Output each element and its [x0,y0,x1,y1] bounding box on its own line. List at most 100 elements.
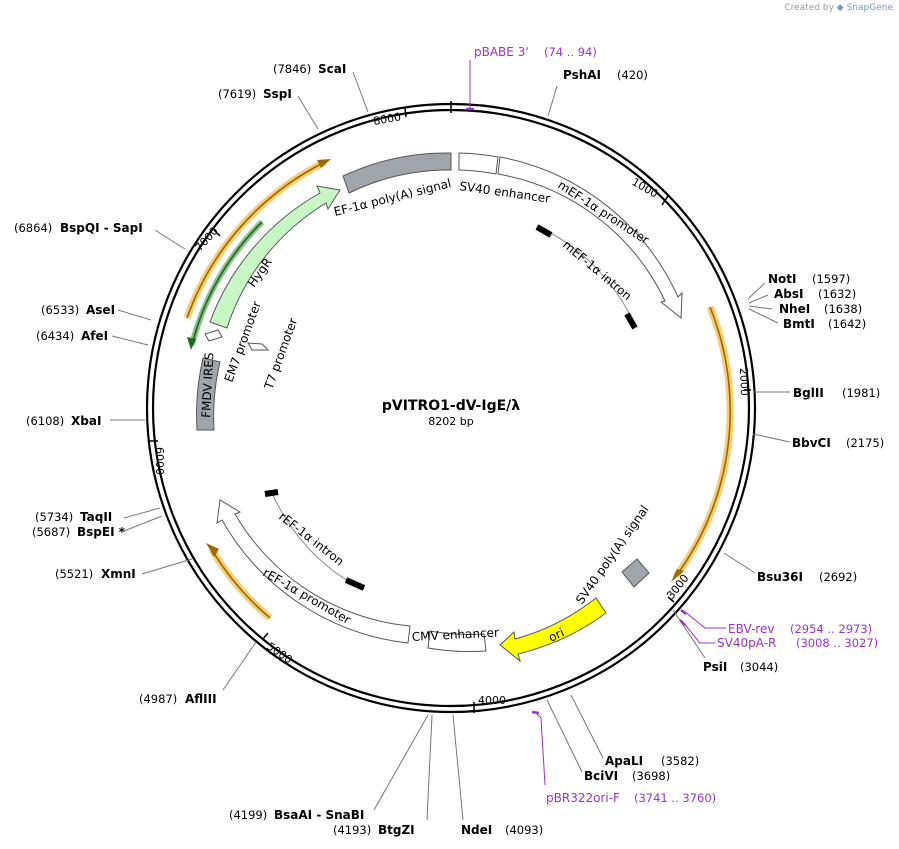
svg-text:EBV-rev: EBV-rev [728,622,774,636]
label-ref1a-intron: rEF-1α intron [276,509,346,568]
svg-text:BspEI *: BspEI * [77,525,126,539]
primer-sv40pa-r: SV40pA-R (3008 .. 3027) [679,619,878,650]
svg-text:(420): (420) [617,68,648,82]
svg-text:NheI: NheI [779,302,810,316]
svg-text:(2692): (2692) [819,570,857,584]
svg-text:(1638): (1638) [824,302,862,316]
svg-text:XbaI: XbaI [71,414,101,428]
svg-text:SspI: SspI [263,87,292,101]
svg-text:(7846): (7846) [273,62,311,76]
enzyme-leaders [110,71,791,821]
svg-text:ApaLI: ApaLI [605,754,643,768]
tick-1000: 1000 [630,175,661,200]
svg-text:(6108): (6108) [26,414,64,428]
tick-mark-3000 [667,596,675,603]
enzyme-afei: (6434) AfeI [36,329,108,343]
svg-text:(4987): (4987) [139,692,177,706]
svg-text:(1632): (1632) [818,287,856,301]
svg-text:BglII: BglII [793,386,824,400]
svg-text:(1597): (1597) [812,272,850,286]
label-cmv-enhancer: CMV enhancer [411,625,499,644]
svg-text:(4093): (4093) [505,823,543,837]
enzyme-asei: (6533) AseI [41,303,115,317]
feature-ef1a-polya [342,152,452,194]
plasmid-name: pVITRO1-dV-IgE/λ [382,398,520,414]
enzyme-sspi: (7619) SspI [218,87,292,101]
enzyme-bcivi: BciVI (3698) [584,769,670,783]
svg-text:(1981): (1981) [842,386,880,400]
svg-text:(6864): (6864) [14,221,52,235]
enzyme-afliii: (4987) AflIII [139,692,217,706]
svg-text:AbsI: AbsI [774,287,803,301]
svg-text:(5734): (5734) [35,510,73,524]
svg-text:PsiI: PsiI [703,660,727,674]
svg-text:Bsu36I: Bsu36I [757,570,803,584]
tick-8000: 8000 [372,110,402,128]
svg-text:XmnI: XmnI [101,567,136,581]
svg-text:(74 .. 94): (74 .. 94) [544,45,597,59]
enzyme-noti: NotI (1597) [768,272,850,286]
svg-text:(6533): (6533) [41,303,79,317]
feature-orf-right [675,306,732,577]
primer-pbabe3: pBABE 3' (74 .. 94) [466,45,597,111]
feature-orf-left-arrowhead [317,159,331,168]
enzyme-ndei: NdeI (4093) [461,823,543,837]
svg-text:pBABE 3': pBABE 3' [474,45,529,59]
svg-text:(3008 .. 3027): (3008 .. 3027) [796,636,878,650]
svg-text:(2954 .. 2973): (2954 .. 2973) [790,622,872,636]
snapgene-logo-icon: ◆ [836,3,844,13]
tick-mark-7000 [213,229,221,237]
svg-text:(7619): (7619) [218,87,256,101]
feature-orf-right-halo [673,305,734,579]
svg-text:PshAI: PshAI [563,68,601,82]
svg-text:BsaAI - SnaBI: BsaAI - SnaBI [274,808,364,822]
svg-text:(4193): (4193) [333,823,371,837]
svg-text:BtgZI: BtgZI [378,823,415,837]
tick-mark-5000 [261,632,269,641]
enzyme-psii: PsiI (3044) [703,660,778,674]
feature-mef1a-intron [535,224,638,330]
feature-fmdv-ires [196,357,221,431]
svg-text:(5521): (5521) [55,567,93,581]
feature-ori [499,597,607,663]
feature-mef1a-promoter [497,156,683,320]
tick-2000: 2000 [737,368,751,396]
enzyme-scai: (7846) ScaI [273,62,346,76]
tick-mark-8000 [404,107,407,118]
feature-t7-promoter [247,342,270,351]
feature-orf-right-arrowhead [671,569,684,582]
svg-text:AseI: AseI [86,303,115,317]
svg-text:TaqII: TaqII [80,510,112,524]
primer-pbr322ori-f: pBR322ori-F (3741 .. 3760) [531,710,716,805]
svg-text:(1642): (1642) [828,317,866,331]
feature-orf-lower-arrowhead [206,543,219,557]
svg-text:(4199): (4199) [229,808,267,822]
enzyme-bsaai-snabi: (4199) BsaAI - SnaBI [229,808,364,822]
svg-text:NdeI: NdeI [461,823,492,837]
tick-4000: 4000 [478,694,506,707]
enzyme-xmni: (5521) XmnI [55,567,136,581]
label-fmdv-ires: FMDV IRES [199,352,216,418]
label-mef1a-intron: mEF-1α intron [560,238,634,303]
feature-cmv-enhancer [427,630,487,653]
credit-prefix: Created by [784,3,834,13]
enzyme-nhei: NheI (1638) [779,302,862,316]
feature-orf-left [186,161,326,319]
feature-orf-lower [211,549,271,619]
enzyme-bspqi-sapi: (6864) BspQI - SapI [14,221,143,235]
svg-text:BmtI: BmtI [783,317,815,331]
tick-5000: 5000 [264,640,294,667]
feature-sv40-enhancer [458,152,499,175]
svg-text:AflIII: AflIII [185,692,217,706]
svg-text:BciVI: BciVI [584,769,618,783]
feature-ref1a-promoter [216,499,411,644]
feature-orf-green [191,221,263,346]
tick-marks [150,101,751,713]
enzyme-taqii: (5734) TaqII [35,510,112,524]
enzyme-absi: AbsI (1632) [774,287,856,301]
enzyme-bsu36i: Bsu36I (2692) [757,570,857,584]
svg-text:SV40pA-R: SV40pA-R [717,636,776,650]
feature-sv40-polya [621,558,650,588]
feature-ref1a-intron [264,489,366,591]
